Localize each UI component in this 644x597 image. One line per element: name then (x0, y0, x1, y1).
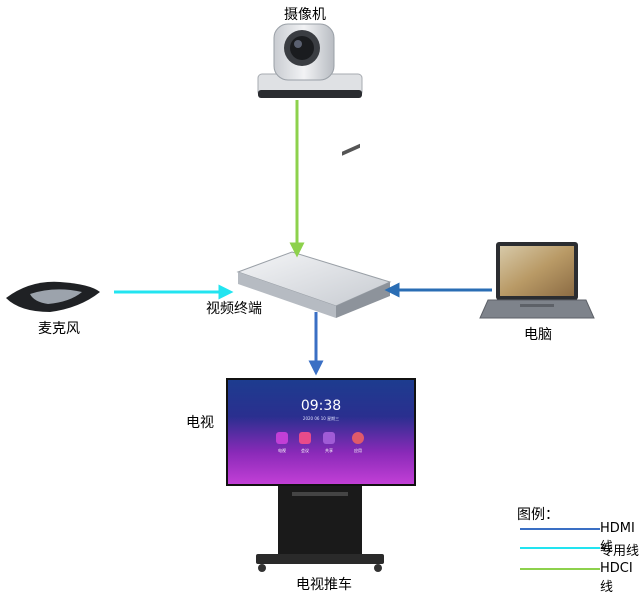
terminal-label: 视频终端 (206, 301, 262, 317)
camera-device (257, 23, 363, 98)
tv-app-label: 应用 (354, 447, 362, 453)
tv-device: 09:38 2020 06 10 星期三 电视 会议 共享 应用 (226, 378, 416, 486)
microphone-device (6, 281, 100, 312)
tv-time: 09:38 (301, 398, 341, 414)
tv-app-label: 电视 (278, 447, 286, 453)
tv-cart-label: 电视推车 (296, 577, 352, 593)
legend-special-label: 专用线 (600, 544, 640, 559)
computer-device (479, 242, 595, 319)
legend-hdmi-label: HDMI线 (600, 521, 635, 555)
camera-label: 摄像机 (284, 7, 326, 23)
tv-cart-device (256, 486, 384, 572)
tv-app-label: 会议 (301, 447, 309, 453)
tv-label: 电视 (186, 415, 214, 431)
computer-label: 电脑 (524, 327, 552, 343)
legend-title: 图例： (517, 507, 559, 523)
microphone-label: 麦克风 (38, 321, 80, 337)
tv-date: 2020 06 10 星期三 (303, 415, 339, 421)
terminal-device (236, 143, 392, 318)
legend-hdci-label: HDCI线 (600, 561, 633, 595)
tv-app-icons (276, 432, 364, 444)
tv-app-label: 共享 (325, 447, 333, 453)
